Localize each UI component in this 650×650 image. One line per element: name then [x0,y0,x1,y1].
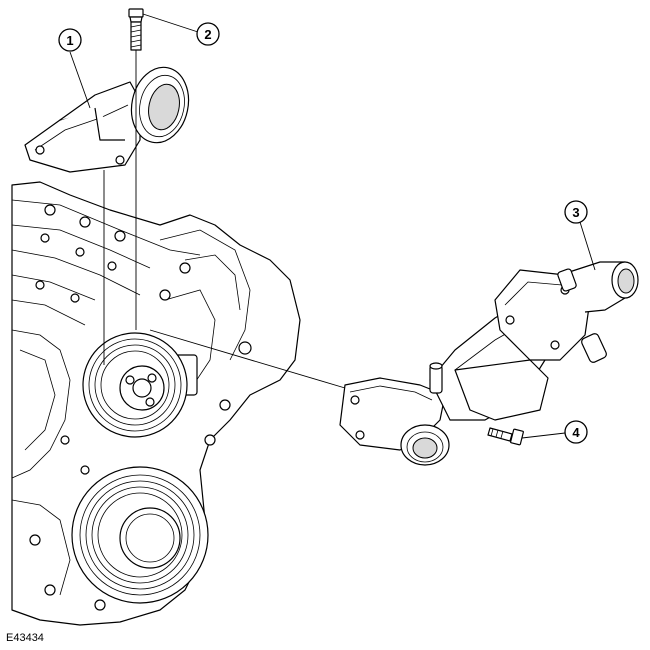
water-pump-pulley [82,332,188,438]
callout-4-label: 4 [572,425,580,440]
head-bolt-bosses [35,204,126,303]
bolt-part-2 [128,8,144,51]
figure-reference-code: E43434 [6,632,44,644]
callout-1: 1 [58,28,82,52]
callout-3-label: 3 [572,205,579,220]
coolant-outlet-housing [24,66,190,173]
bolt-part-4 [487,427,524,446]
assembly-lines [69,13,596,439]
thermostat-housing-assembly [339,261,639,466]
callout-2: 2 [196,22,220,46]
callout-1-label: 1 [66,33,73,48]
crankshaft-pulley [71,466,209,604]
callout-4: 4 [564,420,588,444]
callout-2-label: 2 [204,27,211,42]
callout-3: 3 [564,200,588,224]
